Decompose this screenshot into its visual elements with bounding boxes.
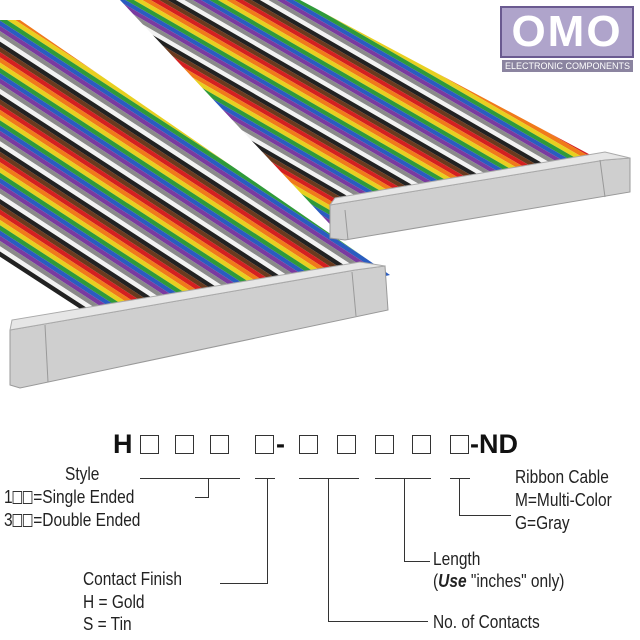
back-connector xyxy=(328,151,631,241)
wire-stripe xyxy=(0,84,390,355)
leader-line xyxy=(375,478,431,479)
wire-stripe xyxy=(120,0,600,235)
length-note: (Use "inches" only) xyxy=(433,571,565,591)
wire-stripe xyxy=(0,20,390,355)
leader-line xyxy=(299,478,359,479)
wire-stripe xyxy=(0,91,390,355)
wire-stripe xyxy=(0,69,390,355)
leader-line xyxy=(220,583,268,584)
wire-stripe xyxy=(0,20,390,355)
code-box xyxy=(255,435,274,454)
leader-line xyxy=(328,478,329,622)
style-double: 3=Double Ended xyxy=(4,510,141,530)
wire-stripe xyxy=(0,106,390,355)
code-box xyxy=(175,435,194,454)
leader-line xyxy=(195,497,209,498)
leader-line xyxy=(459,515,511,516)
wire-stripe xyxy=(0,73,390,355)
wire-stripe xyxy=(0,20,390,352)
code-box xyxy=(299,435,318,454)
wire-stripe xyxy=(120,0,600,235)
ribbon-cable-illustration xyxy=(0,0,631,389)
code-box xyxy=(337,435,356,454)
code-box xyxy=(450,435,469,454)
leader-line xyxy=(328,621,428,622)
wire-stripe xyxy=(0,99,390,355)
leader-line xyxy=(267,478,268,583)
wire-stripe xyxy=(120,0,600,235)
watermark-tagline: ELECTRONIC COMPONENTS xyxy=(502,60,634,72)
wire-stripe xyxy=(120,0,600,235)
leader-line xyxy=(450,478,470,479)
wire-stripe xyxy=(120,4,600,235)
part-number-suffix: -ND xyxy=(470,429,518,459)
watermark-logo: OMO xyxy=(500,6,634,58)
leader-line xyxy=(208,478,209,498)
ribbon-multi: M=Multi-Color xyxy=(515,490,612,510)
wire-stripe xyxy=(0,102,390,355)
wire-stripe xyxy=(0,80,390,355)
leader-line xyxy=(404,561,430,562)
code-box xyxy=(210,435,229,454)
wire-stripe xyxy=(0,95,390,355)
wire-stripe xyxy=(120,0,600,235)
wire-stripe xyxy=(0,76,390,355)
leader-line xyxy=(140,478,240,479)
ribbon-gray: G=Gray xyxy=(515,513,570,533)
part-number-dash: - xyxy=(276,429,285,459)
leader-line xyxy=(404,478,405,562)
part-number-prefix: H xyxy=(113,429,133,459)
leader-line xyxy=(255,478,275,479)
contact-finish-title: Contact Finish xyxy=(83,569,182,589)
wire-stripe xyxy=(120,0,600,235)
contact-finish-gold: H = Gold xyxy=(83,592,145,612)
wire-stripe xyxy=(0,20,390,348)
wire-stripe xyxy=(0,87,390,355)
front-connector xyxy=(9,261,389,389)
code-box xyxy=(375,435,394,454)
wire-stripe xyxy=(0,110,390,355)
contacts-title: No. of Contacts xyxy=(433,612,540,632)
code-box xyxy=(412,435,431,454)
style-single: 1=Single Ended xyxy=(4,487,135,507)
wire-stripe xyxy=(120,0,600,235)
wire-stripe xyxy=(120,0,600,235)
ribbon-title: Ribbon Cable xyxy=(515,467,609,487)
leader-line xyxy=(459,478,460,516)
length-title: Length xyxy=(433,549,481,569)
contact-finish-tin: S = Tin xyxy=(83,614,132,634)
style-title: Style xyxy=(65,464,100,484)
code-box xyxy=(140,435,159,454)
wire-stripe xyxy=(120,0,600,235)
